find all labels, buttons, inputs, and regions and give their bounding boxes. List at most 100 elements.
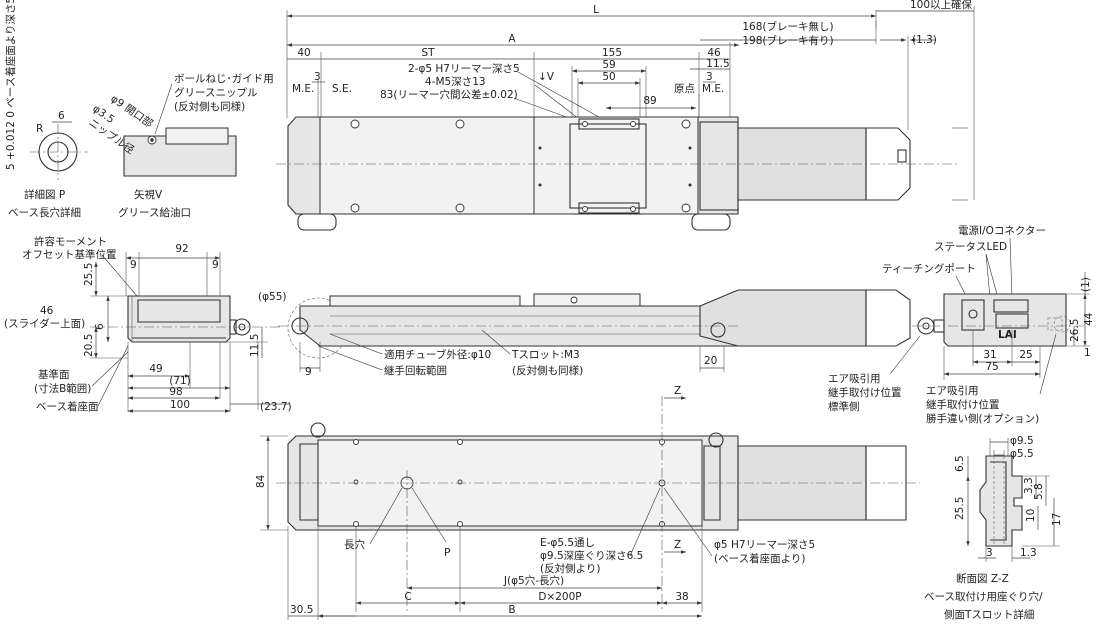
dim-3-right: 3 [706, 71, 713, 83]
detail-p-title: 詳細図 P [24, 188, 65, 201]
air-opt-1: エア吸引用 [926, 384, 979, 397]
zz-dim-3: 3 [986, 547, 993, 559]
slider-table-top [533, 116, 699, 215]
right-dim-44: 44 [1083, 312, 1095, 326]
dim-46: 46 [707, 47, 721, 59]
dim-ST: ST [421, 47, 435, 59]
tslot-note-2: (反対側も同様) [512, 364, 583, 377]
right-dim-1-top: (1) [1080, 277, 1092, 292]
zz-dim-3-3: 3.3 [1023, 477, 1035, 494]
tube-note: 適用チューブ外径:φ10 [384, 348, 491, 361]
side-dim-55: (φ55) [258, 291, 286, 303]
z-marker-bottom: Z [674, 539, 681, 551]
body-top-cover [319, 116, 535, 215]
zz-dim-25-5: 25.5 [954, 497, 966, 520]
origin-label: 原点 [674, 83, 695, 95]
detail-p-subtitle: ベース長穴詳細 [8, 206, 81, 219]
zz-dim-5-8: 5.8 [1033, 483, 1045, 500]
right-end-profile [943, 293, 1067, 347]
tslot-note-1: Tスロット:M3 [511, 349, 580, 361]
e-hole-3: (反対側より) [540, 562, 600, 575]
base-seat-label: ベース着座面 [36, 400, 98, 413]
dim-C: C [404, 591, 411, 603]
end-dim-98: 98 [169, 386, 182, 398]
dim-3-left: 3 [314, 71, 321, 83]
end-dim-23-7: (23.7) [260, 401, 292, 413]
se-label: S.E. [332, 83, 352, 95]
moment-label-1: 許容モーメント [34, 235, 107, 248]
clearance-note: 100以上確保 [910, 0, 973, 11]
zz-title: 断面図 Z-Z [956, 572, 1009, 585]
zz-dim-17: 17 [1051, 513, 1063, 526]
detail-p-dim-6: 6 [58, 110, 65, 122]
dim-50: 50 [602, 71, 615, 83]
dim-59: 59 [602, 59, 615, 71]
dim-38: 38 [675, 591, 688, 603]
side-dim-9: 9 [305, 366, 312, 378]
air-opt-2: 継手取付け位置 [926, 398, 1000, 411]
dim-brake-with: 198(ブレーキ有り) [742, 34, 833, 47]
zz-dim-9-5: φ9.5 [1010, 435, 1034, 447]
ref-plane-2: (寸法B範囲) [34, 382, 91, 395]
dim-brake-none: 168(ブレーキ無し) [742, 20, 833, 33]
teaching-port-label: ティーチングポート [882, 262, 976, 275]
me-left-label: M.E. [292, 83, 314, 95]
end-view: 許容モーメント オフセット基準位置 92 9 9 25.5 46 (スライダー上… [4, 235, 292, 413]
end-dim-6: 6 [94, 323, 106, 330]
dim-J: J(φ5穴-長穴) [503, 574, 564, 587]
zz-subtitle-1: ベース取付け用座ぐり穴/ [924, 590, 1043, 603]
right-dim-26-5: 26.5 [1069, 319, 1081, 342]
end-profile [127, 295, 231, 343]
reamer-2: (ベース着座面より) [714, 552, 805, 565]
view-v-d9: φ9 開口部 [108, 92, 155, 130]
view-v: ボールねじ･ガイド用 グリースニップル (反対側も同様) φ9 開口部 φ3.5… [86, 73, 273, 219]
dim-40: 40 [297, 47, 310, 59]
air-std-2: 継手取付け位置 [828, 386, 902, 399]
status-led-label: ステータスLED [934, 241, 1007, 253]
view-v-note-1: ボールねじ･ガイド用 [174, 73, 274, 85]
right-end-view: 電源I/Oコネクター ステータスLED ティーチングポート LAI (1) 44… [828, 224, 1095, 425]
dim-30-5: 30.5 [290, 604, 313, 616]
air-std-1: エア吸引用 [828, 372, 881, 385]
side-view: (φ55) 9 20 適用チューブ外径:φ10 継手回転範囲 Tスロット:M3 … [258, 289, 911, 378]
end-dim-92: 92 [175, 243, 188, 255]
dim-DP: D×200P [538, 591, 581, 603]
detail-p: R 6 5 +0.012 0 ベース着座面より深さ5 詳細図 P ベース長穴詳細 [4, 0, 88, 219]
end-dim-100: 100 [170, 399, 190, 411]
detail-p-radius: R [36, 123, 43, 135]
zz-dim-6-5: 6.5 [954, 455, 966, 472]
right-dim-25: 25 [1019, 349, 1032, 361]
dim-155: 155 [602, 47, 622, 59]
z-marker-top: Z [674, 385, 681, 397]
power-io-label: 電源I/Oコネクター [958, 224, 1046, 237]
right-dim-1-bot: 1 [1084, 347, 1091, 359]
section-zz: φ9.5 φ5.5 6.5 25.5 3.3 5.8 10 17 3 1.3 断… [924, 435, 1063, 621]
air-opt-3: 勝手違い側(オプション) [926, 412, 1039, 425]
ref-plane-1: 基準面 [38, 368, 70, 381]
view-v-note-2: グリースニップル [174, 86, 257, 99]
detail-p-marker: P [444, 547, 450, 559]
dim-1-3-top: (1.3) [912, 34, 937, 46]
end-dim-25-5: 25.5 [83, 263, 95, 286]
e-hole-2: φ9.5深座ぐり深さ6.5 [540, 549, 643, 562]
right-dim-75: 75 [985, 361, 998, 373]
end-dim-9b: 9 [212, 259, 219, 271]
bottom-dim-84: 84 [255, 474, 267, 488]
view-v-subtitle: グリース給油口 [118, 206, 191, 219]
end-dim-49: 49 [149, 363, 162, 375]
zz-dim-10: 10 [1025, 509, 1037, 522]
zz-dim-1-3: 1.3 [1020, 547, 1037, 559]
reamer-1: φ5 H7リーマー深さ5 [714, 539, 815, 551]
lai-mark: LAI [998, 329, 1017, 341]
moment-label-2: オフセット基準位置 [22, 248, 117, 261]
fitting-rotation-note: 継手回転範囲 [384, 364, 447, 377]
view-v-title: 矢視V [134, 188, 163, 201]
detail-p-vertical-dim: 5 +0.012 0 ベース着座面より深さ5 [4, 0, 17, 170]
zz-dim-5-5: φ5.5 [1010, 448, 1034, 460]
bottom-view: Z Z 84 P 長穴 E-φ5.5通し φ9.5深座ぐり深さ6.5 (反対側よ… [255, 385, 920, 620]
motor-side [699, 289, 867, 347]
dim-11-5-top: 11.5 [706, 58, 729, 70]
end-dim-20-5: 20.5 [83, 334, 95, 357]
dim-89: 89 [643, 95, 656, 107]
long-hole-label: 長穴 [344, 538, 365, 551]
